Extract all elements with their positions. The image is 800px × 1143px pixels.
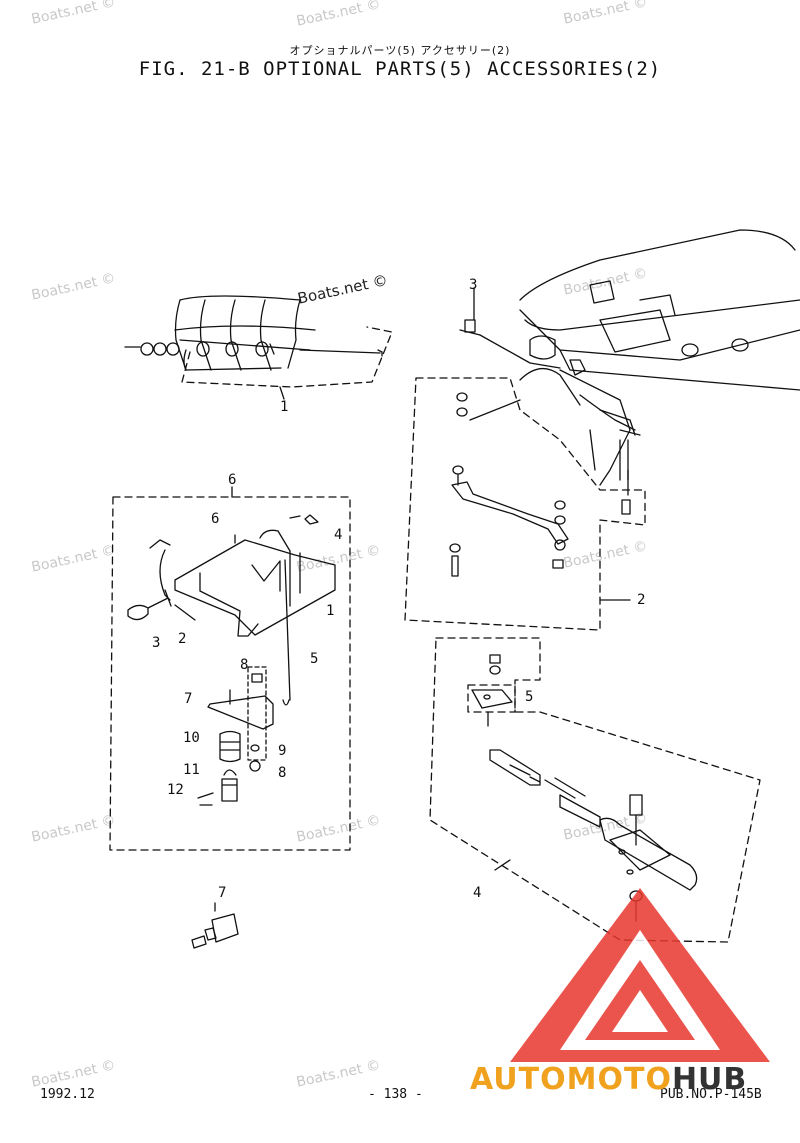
control-cable-drawing — [471, 654, 698, 922]
callout-group-6: 6 — [228, 472, 237, 488]
callout-part-10: 10 — [183, 730, 200, 746]
single-part-7-drawing — [191, 902, 239, 949]
page-number: - 138 - — [368, 1087, 423, 1102]
footer-date: 1992.12 — [40, 1087, 95, 1102]
callout-part-4: 4 — [334, 527, 343, 543]
figure-title-jp: オプショナルパーツ(5) アクセサリー(2) — [289, 44, 511, 57]
callout-right-part-3: 3 — [469, 277, 478, 293]
logo-text-automoto: AUTOMOTO — [470, 1062, 672, 1097]
callout-group-2: 2 — [637, 592, 646, 608]
publication-number: PUB.NO.P-145B — [660, 1087, 762, 1102]
engine-bracket-drawing — [459, 229, 800, 486]
callout-group-4: 4 — [473, 885, 482, 901]
callout-part-7: 7 — [184, 691, 193, 707]
part-group-1-drawing — [124, 295, 393, 400]
figure-title: FIG. 21-B OPTIONAL PARTS(5) ACCESSORIES(… — [138, 58, 662, 80]
logo-mark — [510, 888, 770, 1062]
callout-right-part-5: 5 — [525, 689, 534, 705]
callout-part-3: 3 — [152, 635, 161, 651]
small-parts-drawing — [197, 666, 274, 806]
callout-part-5: 5 — [310, 651, 319, 667]
callout-single-part-7: 7 — [218, 885, 227, 901]
logo-text-hub: HUB — [671, 1062, 748, 1097]
callout-part-2: 2 — [178, 631, 187, 647]
callout-part-6: 6 — [211, 511, 220, 527]
bracket-drawing — [127, 514, 336, 706]
callout-part-12: 12 — [167, 782, 184, 798]
callout-part-8-upper: 8 — [240, 657, 249, 673]
callout-part-11: 11 — [183, 762, 200, 778]
logo-wordmark: AUTOMOTOHUB — [470, 1062, 747, 1097]
callout-part-9: 9 — [278, 743, 287, 759]
callout-group-1: 1 — [280, 399, 289, 415]
link-rod-drawing — [449, 392, 631, 577]
callout-part-1: 1 — [326, 603, 335, 619]
callout-part-8-lower: 8 — [278, 765, 287, 781]
